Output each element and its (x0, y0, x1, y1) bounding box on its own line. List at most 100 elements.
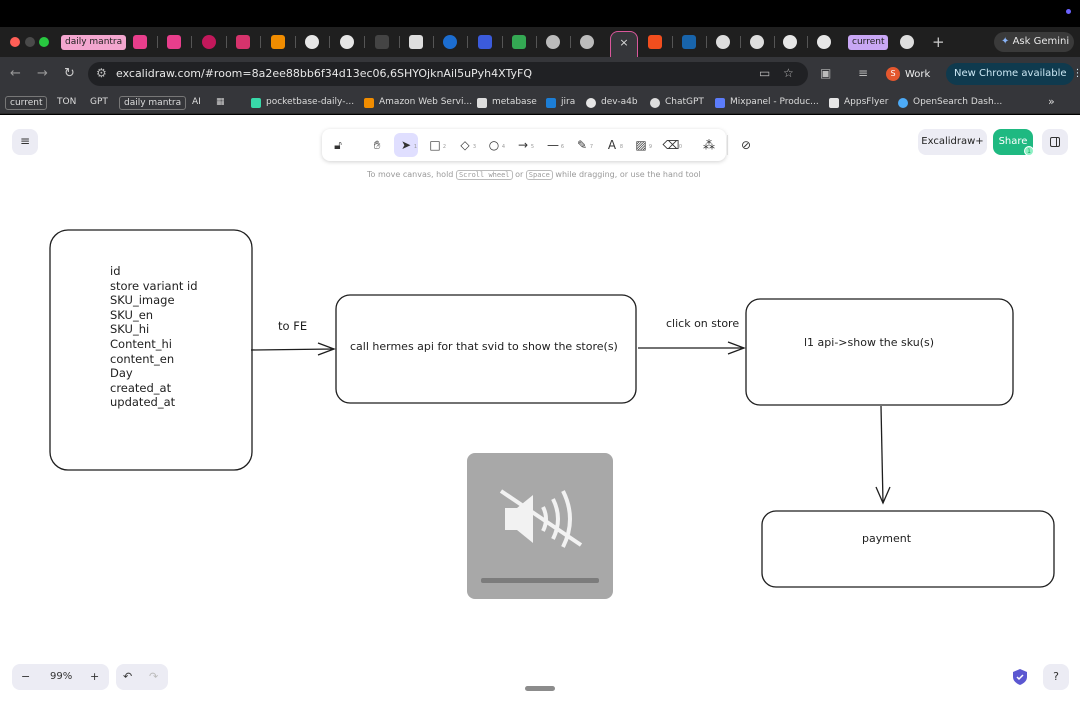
arrow-to-payment[interactable] (880, 405, 884, 504)
sku-api-text[interactable]: l1 api->show the sku(s) (804, 336, 935, 349)
globe-icon[interactable] (546, 35, 560, 49)
zoom-level[interactable]: 99% (50, 671, 73, 682)
main-menu-button[interactable]: ≡ (12, 129, 38, 155)
active-tab[interactable]: × (610, 31, 638, 57)
tab-group-current[interactable]: current (848, 35, 889, 50)
chatgpt-icon[interactable] (716, 35, 730, 49)
lock-icon[interactable]: 🔓︎ (334, 138, 342, 152)
zoom-out-button[interactable]: − (21, 670, 31, 683)
bookmark-metabase[interactable]: metabase (492, 97, 537, 107)
chatgpt-icon[interactable] (750, 35, 764, 49)
tab-favicon-icon[interactable] (443, 35, 457, 49)
undo-icon[interactable]: ↶ (123, 670, 133, 683)
arrow-label-click-on-store[interactable]: click on store (666, 317, 740, 330)
arrow-label-to-fe[interactable]: to FE (278, 319, 308, 333)
redo-icon[interactable]: ↷ (149, 670, 159, 683)
excalidraw-canvas[interactable] (0, 115, 1080, 702)
payment-box[interactable] (761, 510, 1055, 588)
store-api-box[interactable] (335, 294, 637, 404)
tab-favicon-icon[interactable] (202, 35, 216, 49)
new-tab-button[interactable]: + (932, 33, 945, 51)
data-fields-list[interactable]: id store variant id SKU_image SKU_en SKU… (110, 264, 198, 410)
bookmark-folder-daily-mantra[interactable]: daily mantra (119, 96, 187, 110)
excalidraw-plus-button[interactable]: Excalidraw+ (918, 129, 987, 155)
metabase-icon[interactable] (409, 35, 423, 49)
bookmark-jira[interactable]: jira (561, 97, 576, 107)
bookmark-dev-a4b[interactable]: dev-a4b (601, 97, 638, 107)
help-button[interactable]: ? (1043, 664, 1069, 690)
site-settings-icon[interactable]: ⚙ (96, 66, 107, 80)
bookmark-star-icon[interactable]: ☆ (783, 66, 794, 80)
sheets-icon[interactable] (512, 35, 526, 49)
shield-check-icon[interactable] (1013, 669, 1027, 685)
shortcut-key: 2 (442, 144, 446, 150)
draw-tool-icon[interactable]: ✎7 (570, 133, 594, 157)
bookmark-opensearch[interactable]: OpenSearch Dash... (913, 97, 1003, 107)
bookmark-chatgpt[interactable]: ChatGPT (665, 97, 704, 107)
bookmark-folder-gpt[interactable]: GPT (90, 97, 108, 107)
hint-key-scroll: Scroll wheel (455, 170, 513, 180)
address-bar[interactable] (88, 62, 808, 86)
tab-group-daily-mantra[interactable]: daily mantra (61, 35, 127, 50)
tab-favicon-icon[interactable] (375, 35, 389, 49)
back-arrow-icon[interactable]: ← (10, 66, 21, 81)
github-icon[interactable] (817, 35, 831, 49)
arrow-tool-icon[interactable]: →5 (511, 133, 535, 157)
mixpanel-icon[interactable] (478, 35, 492, 49)
hand-tool-icon[interactable]: ✋︎ (373, 138, 381, 152)
arrow-to-fe[interactable] (250, 348, 335, 351)
sku-api-box[interactable] (745, 298, 1014, 406)
cast-icon[interactable]: ▣ (820, 66, 832, 80)
maximize-window-button[interactable] (39, 37, 49, 47)
figma-icon[interactable] (648, 35, 662, 49)
apps-grid-icon[interactable]: ▦ (216, 97, 225, 107)
globe-icon[interactable] (580, 35, 594, 49)
close-tab-icon[interactable]: × (619, 36, 629, 49)
github-icon[interactable] (783, 35, 797, 49)
install-app-icon[interactable]: ▭ (759, 66, 771, 80)
bookmark-folder-current[interactable]: current (5, 96, 48, 110)
share-button[interactable]: Share (993, 129, 1033, 155)
diamond-tool-icon[interactable]: ◇3 (453, 133, 477, 157)
zoom-in-button[interactable]: + (90, 670, 100, 683)
update-chrome-button[interactable]: New Chrome available⋮ (946, 63, 1080, 85)
bookmark-folder-ton[interactable]: TON (57, 97, 77, 107)
tab-favicon-icon[interactable] (236, 35, 250, 49)
close-window-button[interactable] (10, 37, 20, 47)
image-tool-icon[interactable]: ▨9 (629, 133, 653, 157)
tab-favicon-icon[interactable] (167, 35, 181, 49)
ellipse-tool-icon[interactable]: ○4 (482, 133, 506, 157)
tab-favicon-icon[interactable] (682, 35, 696, 49)
payment-text[interactable]: payment (862, 532, 912, 545)
chatgpt-icon (650, 98, 660, 108)
sidebar-toggle-button[interactable] (1042, 129, 1068, 155)
tab-favicon-icon[interactable] (271, 35, 285, 49)
laser-library-icon[interactable]: ⊘ (740, 138, 752, 152)
forward-arrow-icon[interactable]: → (37, 66, 48, 81)
selection-tool-icon[interactable]: ➤1 (394, 133, 418, 157)
github-icon[interactable] (305, 35, 319, 49)
bookmark-aws[interactable]: Amazon Web Servi... (379, 97, 473, 107)
extra-tools-icon[interactable]: ⁂ (703, 138, 715, 152)
bookmark-pocketbase[interactable]: pocketbase-daily-... (266, 97, 355, 107)
url-text[interactable]: excalidraw.com/#room=8a2ee88bb6f34d13ec0… (116, 67, 532, 80)
reload-icon[interactable]: ↻ (64, 66, 75, 81)
bookmark-folder-ai[interactable]: AI (192, 97, 201, 107)
minimize-window-button[interactable] (25, 37, 35, 47)
ask-gemini-button[interactable]: ✦ Ask Gemini (994, 32, 1074, 52)
bookmark-appsflyer[interactable]: AppsFlyer (844, 97, 889, 107)
store-api-text[interactable]: call hermes api for that svid to show th… (350, 340, 618, 353)
rectangle-tool-icon[interactable]: □2 (423, 133, 447, 157)
eraser-tool-icon[interactable]: ⌫0 (659, 133, 683, 157)
media-controls-icon[interactable]: ≡ (858, 66, 869, 80)
bookmarks-overflow-icon[interactable]: » (1048, 95, 1055, 108)
bookmark-mixpanel[interactable]: Mixpanel - Produc... (730, 97, 819, 107)
line-tool-icon[interactable]: —6 (541, 133, 565, 157)
chatgpt-icon[interactable] (900, 35, 914, 49)
scroll-handle[interactable] (525, 686, 555, 691)
github-icon[interactable] (340, 35, 354, 49)
tab-favicon-icon[interactable] (133, 35, 147, 49)
